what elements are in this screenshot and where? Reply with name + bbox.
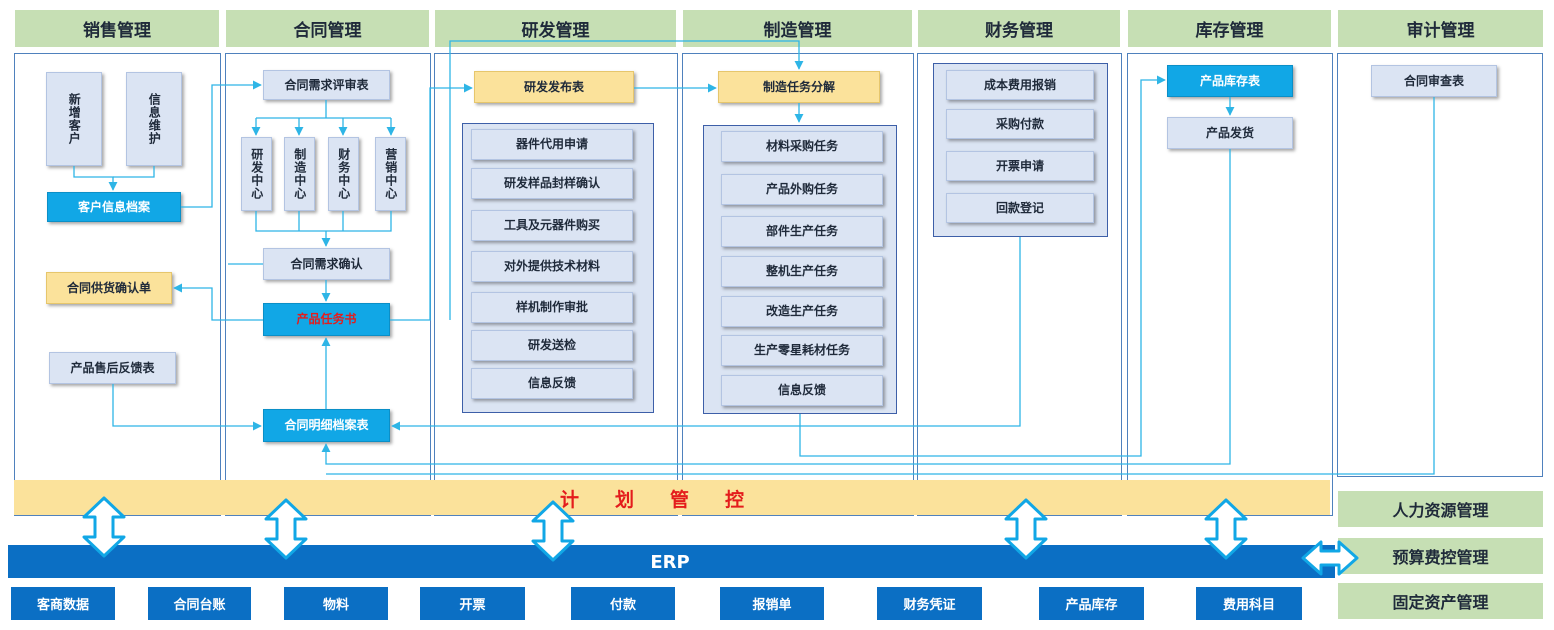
mfg-task-5[interactable]: 生产零星耗材任务 xyxy=(721,335,883,366)
mfg-task-4[interactable]: 改造生产任务 xyxy=(721,296,883,327)
rnd-task-3[interactable]: 对外提供技术材料 xyxy=(471,251,633,282)
product-task-box[interactable]: 产品任务书 xyxy=(263,303,390,336)
center-manufacturing-box[interactable]: 制造中心 xyxy=(284,137,315,211)
connector-audit-to-archive xyxy=(326,97,1435,475)
customer-file-box[interactable]: 客户信息档案 xyxy=(47,192,181,222)
connector-customer-to-review xyxy=(181,80,262,208)
detail-archive-box[interactable]: 合同明细档案表 xyxy=(263,409,390,442)
mfg-task-3[interactable]: 整机生产任务 xyxy=(721,256,883,287)
connector-new-customer-file xyxy=(73,166,118,191)
center-finance-box[interactable]: 财务中心 xyxy=(328,137,359,211)
stock-table-box[interactable]: 产品库存表 xyxy=(1167,65,1293,97)
finance-task-2[interactable]: 开票申请 xyxy=(946,151,1094,181)
plan-control-label: 计划管控 xyxy=(560,488,781,511)
header-contract: 合同管理 xyxy=(226,10,429,47)
rnd-task-0[interactable]: 器件代用申请 xyxy=(471,129,633,160)
rnd-task-4[interactable]: 样机制作审批 xyxy=(471,292,633,323)
header-audit: 审计管理 xyxy=(1338,10,1543,47)
connector-feedback-to-archive xyxy=(112,384,262,431)
finance-task-3[interactable]: 回款登记 xyxy=(946,193,1094,223)
contract-erp-double-arrow xyxy=(264,498,308,560)
connector-shipment-to-archive xyxy=(321,149,1231,465)
erp-data-0[interactable]: 客商数据 xyxy=(11,587,115,620)
header-finance: 财务管理 xyxy=(918,10,1120,47)
erp-data-8[interactable]: 费用科目 xyxy=(1196,587,1302,620)
inventory-erp-double-arrow xyxy=(1204,498,1248,560)
rnd-release-box[interactable]: 研发发布表 xyxy=(474,71,634,103)
rnd-task-2[interactable]: 工具及元器件购买 xyxy=(471,210,633,241)
supply-confirmation-box[interactable]: 合同供货确认单 xyxy=(46,272,172,304)
info-maintenance-box[interactable]: 信息维护 xyxy=(126,72,182,166)
plan-control-band xyxy=(14,480,1330,515)
erp-data-5[interactable]: 报销单 xyxy=(720,587,824,620)
erp-label: ERP xyxy=(650,551,690,573)
finance-erp-double-arrow xyxy=(1004,498,1048,560)
center-rnd-box[interactable]: 研发中心 xyxy=(241,137,272,211)
mfg-task-breakdown-box[interactable]: 制造任务分解 xyxy=(718,71,880,103)
module-hr[interactable]: 人力资源管理 xyxy=(1338,491,1543,527)
erp-data-1[interactable]: 合同台账 xyxy=(148,587,251,620)
erp-data-3[interactable]: 开票 xyxy=(420,587,525,620)
finance-task-1[interactable]: 采购付款 xyxy=(946,109,1094,139)
connector-centers-merge xyxy=(255,211,392,232)
sales-erp-double-arrow xyxy=(82,496,126,558)
erp-bar xyxy=(8,545,1335,578)
review-table-box[interactable]: 合同审查表 xyxy=(1371,65,1497,97)
requirement-confirm-box[interactable]: 合同需求确认 xyxy=(263,248,390,280)
mfg-task-2[interactable]: 部件生产任务 xyxy=(721,216,883,247)
connector-task-to-rnd xyxy=(390,83,473,321)
rnd-task-1[interactable]: 研发样品封样确认 xyxy=(471,168,633,199)
after-sales-feedback-box[interactable]: 产品售后反馈表 xyxy=(49,352,176,384)
erp-data-4[interactable]: 付款 xyxy=(571,587,675,620)
rnd-task-5[interactable]: 研发送检 xyxy=(471,330,633,361)
finance-task-0[interactable]: 成本费用报销 xyxy=(946,70,1094,100)
erp-data-7[interactable]: 产品库存 xyxy=(1039,587,1144,620)
center-marketing-box[interactable]: 营销中心 xyxy=(375,137,406,211)
header-inventory: 库存管理 xyxy=(1128,10,1331,47)
mfg-task-6[interactable]: 信息反馈 xyxy=(721,375,883,406)
erp-right-modules-double-arrow xyxy=(1301,540,1359,576)
module-fixed-assets[interactable]: 固定资产管理 xyxy=(1338,583,1543,619)
header-sales: 销售管理 xyxy=(15,10,219,47)
connector-info-maintenance-file xyxy=(113,166,155,178)
requirement-review-box[interactable]: 合同需求评审表 xyxy=(263,70,390,100)
shipment-box[interactable]: 产品发货 xyxy=(1167,117,1293,149)
mfg-task-0[interactable]: 材料采购任务 xyxy=(721,131,883,162)
connector-finance-to-archive xyxy=(391,237,1021,431)
mfg-task-1[interactable]: 产品外购任务 xyxy=(721,174,883,205)
rnd-erp-double-arrow xyxy=(531,500,575,562)
new-customer-box[interactable]: 新增客户 xyxy=(46,72,102,166)
connector-mfg-to-stock xyxy=(799,75,1166,457)
module-budget[interactable]: 预算费控管理 xyxy=(1338,538,1543,574)
column-audit xyxy=(1337,53,1543,477)
erp-data-6[interactable]: 财务凭证 xyxy=(877,587,982,620)
rnd-task-6[interactable]: 信息反馈 xyxy=(471,368,633,399)
connector-task-to-supply xyxy=(173,283,263,321)
erp-data-2[interactable]: 物料 xyxy=(284,587,388,620)
connector-task-to-mfg xyxy=(449,40,804,320)
